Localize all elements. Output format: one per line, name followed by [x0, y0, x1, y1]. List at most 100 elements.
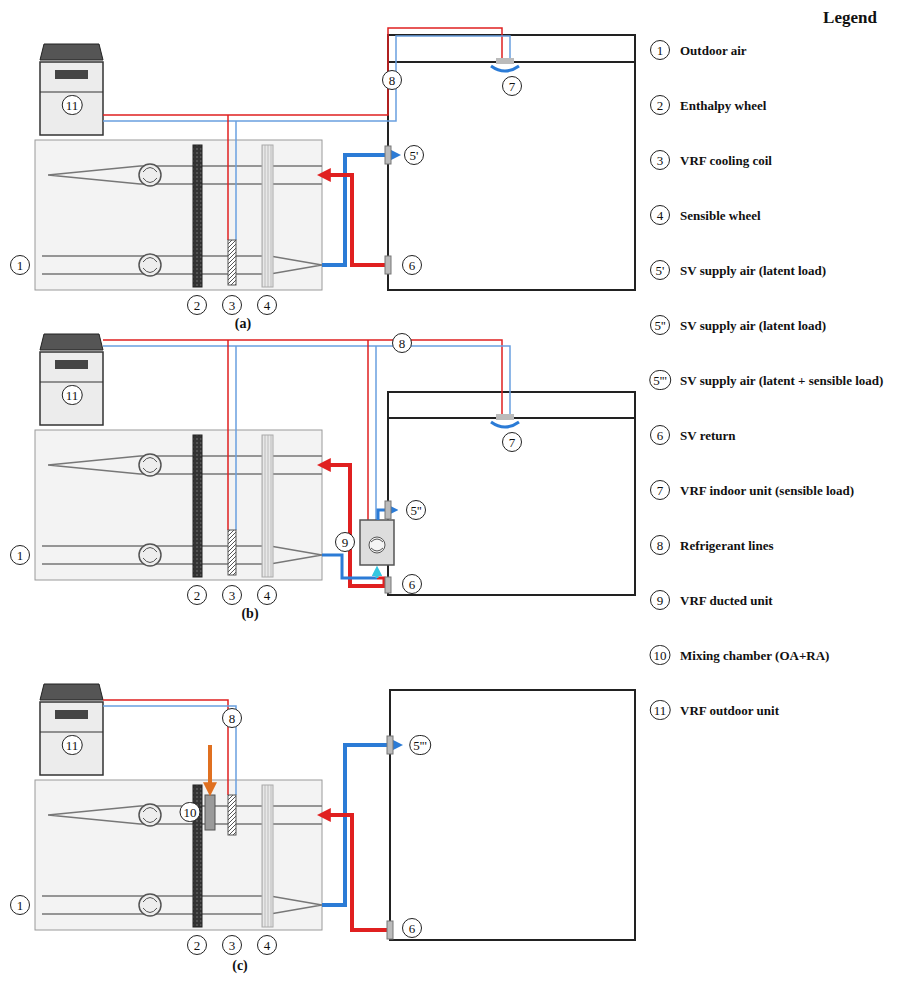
drawing-part: [388, 35, 635, 290]
callout-number: 7: [502, 432, 522, 452]
drawing-part: [377, 578, 384, 586]
panel-c: [35, 684, 635, 940]
drawing-part: [40, 684, 103, 775]
callout-number: 3: [222, 935, 242, 955]
callout-number: 6: [650, 425, 670, 445]
drawing-part: [103, 28, 502, 115]
callout-number: 3: [650, 150, 670, 170]
drawing-part: [40, 334, 103, 425]
legend-text: Outdoor air: [680, 43, 747, 58]
callout-number: 2: [187, 585, 207, 605]
drawing-part: [205, 795, 215, 830]
callout-number: 7: [650, 480, 670, 500]
callout-number: 9: [650, 590, 670, 610]
drawing-part: [369, 537, 385, 553]
legend-text: SV supply air (latent + sensible load): [680, 373, 883, 388]
callout-number: 11: [62, 95, 83, 115]
drawing-part: [491, 66, 519, 71]
callout-number: 11: [62, 385, 83, 405]
callout-number: 8: [382, 70, 402, 90]
drawing-part: [387, 736, 393, 754]
callout-number: 1: [10, 545, 30, 565]
callout-number: 3: [222, 585, 242, 605]
legend-text: SV supply air (latent load): [680, 318, 826, 333]
drawing-part: [227, 115, 229, 240]
callout-number: 2: [187, 295, 207, 315]
drawing-part: [387, 921, 393, 939]
drawing-part: [322, 155, 390, 265]
drawing-part: [236, 346, 376, 530]
drawing-part: [103, 340, 502, 414]
panel-letter: (a): [235, 316, 251, 332]
drawing-part: [371, 539, 383, 551]
callout-number: 8: [392, 333, 412, 353]
legend-text: VRF cooling coil: [680, 153, 772, 168]
drawing-part: [328, 175, 386, 265]
drawing-part: [208, 745, 212, 785]
drawing-part: [376, 574, 379, 578]
callout-number: 1: [650, 40, 670, 60]
callout-number: 11: [62, 735, 83, 755]
callout-number: 6: [402, 918, 422, 938]
callout-number: 7: [502, 76, 522, 96]
drawing-part: [328, 815, 388, 930]
callout-number: 5': [650, 260, 670, 280]
legend-text: Refrigerant lines: [680, 538, 774, 553]
drawing-part: [103, 700, 228, 795]
drawing-part: [360, 520, 394, 565]
drawing-part: [496, 58, 514, 64]
drawing-part: [228, 795, 236, 835]
callout-number: 9: [335, 532, 355, 552]
drawing-part: [35, 140, 322, 290]
drawing-part: [103, 346, 510, 414]
legend-text: SV supply air (latent load): [680, 263, 826, 278]
legend-text: VRF indoor unit (sensible load): [680, 483, 854, 498]
callout-number: 11: [650, 700, 671, 720]
drawing-part: [328, 465, 386, 586]
callout-number: 10: [180, 802, 201, 822]
drawing-part: [103, 36, 510, 121]
panel-letter: (c): [232, 958, 248, 974]
legend-text: VRF outdoor unit: [680, 703, 779, 718]
callout-number: 4: [257, 585, 277, 605]
drawing-part: [496, 414, 514, 420]
drawing-part: [385, 577, 391, 593]
callout-number: 6: [402, 574, 422, 594]
drawing-part: [228, 240, 236, 285]
callout-number: 2: [187, 935, 207, 955]
callout-number: 4: [650, 205, 670, 225]
drawing-part: [103, 706, 236, 795]
callout-number: 8: [650, 535, 670, 555]
callout-number: 5''': [409, 735, 431, 755]
callout-number: 1: [10, 895, 30, 915]
drawing-part: [322, 555, 377, 578]
panel-a: [35, 28, 635, 290]
legend-text: VRF ducted unit: [680, 593, 773, 608]
panel-letter: (b): [241, 606, 258, 622]
callout-number: 5'': [650, 315, 670, 335]
legend-heading: Legend: [823, 8, 877, 28]
callout-number: 1: [10, 255, 30, 275]
drawing-part: [385, 501, 391, 519]
callout-number: 4: [257, 935, 277, 955]
drawing-part: [35, 780, 322, 930]
drawing-part: [390, 690, 635, 940]
drawing-part: [40, 44, 103, 135]
callout-number: 5''': [649, 370, 671, 390]
callout-number: 6: [402, 255, 422, 275]
drawing-part: [235, 121, 237, 240]
callout-number: 5'': [406, 500, 426, 520]
drawing-part: [491, 422, 519, 427]
drawing-part: [322, 745, 392, 905]
drawing-part: [228, 340, 368, 530]
panel-b: [35, 334, 635, 595]
callout-number: 10: [650, 645, 671, 665]
callout-number: 5': [404, 145, 424, 165]
drawing-part: [388, 392, 635, 595]
legend-text: SV return: [680, 428, 736, 443]
drawing-part: [385, 256, 391, 274]
callout-number: 3: [222, 295, 242, 315]
drawing-part: [228, 530, 236, 575]
